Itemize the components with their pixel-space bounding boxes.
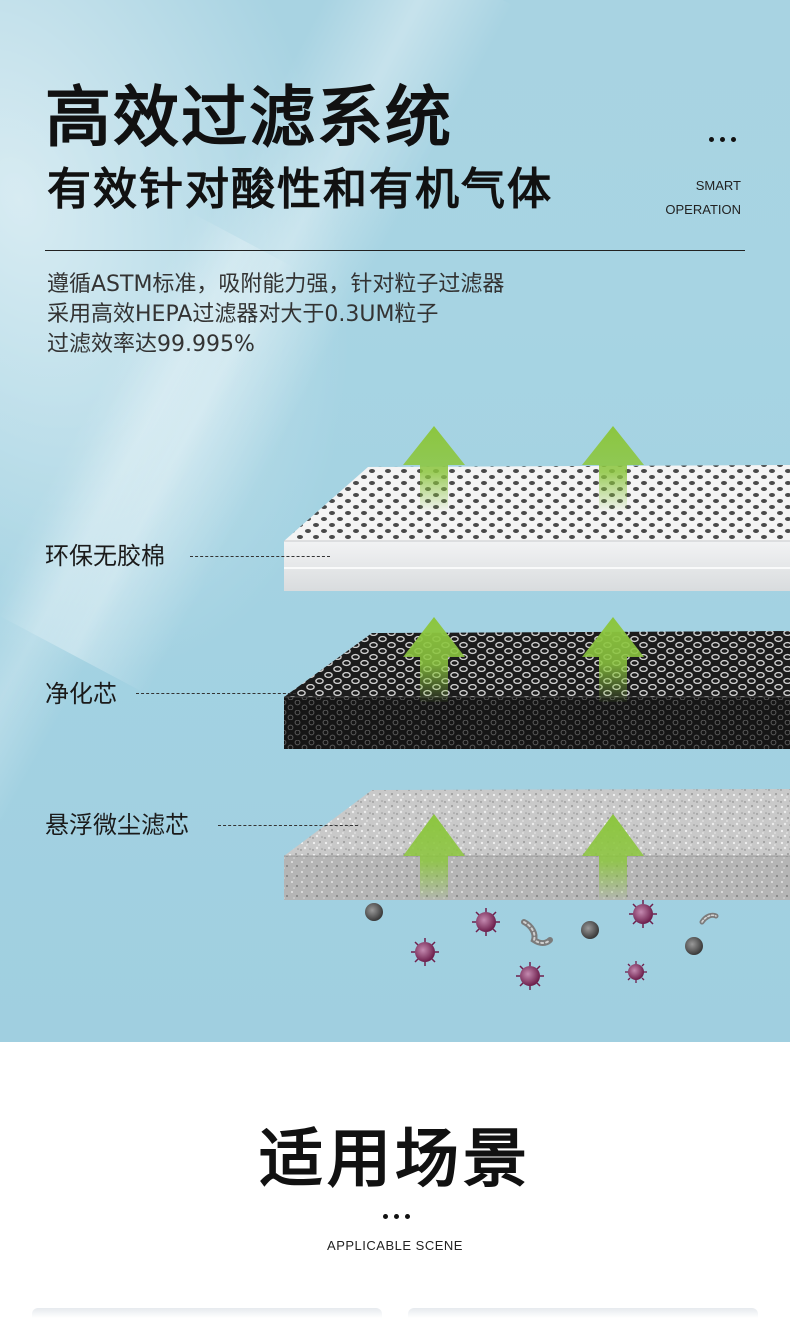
- layer-label-cotton: 环保无胶棉: [45, 542, 165, 570]
- description-text: 遵循ASTM标准，吸附能力强，针对粒子过滤器 采用高效HEPA过滤器对大于0.3…: [47, 270, 504, 360]
- applicable-scene-section: 适用场景 APPLICABLE SCENE: [0, 1042, 790, 1318]
- airflow-arrow-up-icon: [403, 617, 465, 702]
- virus-particle-icon: [629, 900, 657, 928]
- virus-particle-icon: [472, 908, 500, 936]
- leader-line: [136, 693, 296, 694]
- leader-line: [218, 825, 358, 826]
- section-subtitle: APPLICABLE SCENE: [327, 1238, 463, 1253]
- filter-layers-illustration: [284, 426, 790, 990]
- english-tag: SMART OPERATION: [661, 174, 741, 222]
- virus-particle-icon: [516, 962, 544, 990]
- purification-core-layer: [284, 631, 790, 749]
- airflow-arrow-up-icon: [403, 814, 465, 900]
- layer-label-dust-filter: 悬浮微尘滤芯: [45, 811, 189, 839]
- virus-particle-icon: [625, 961, 647, 983]
- mite-particle-icon: [521, 919, 553, 946]
- ellipsis-dots-icon: [709, 137, 736, 142]
- mite-particle-icon: [699, 912, 719, 925]
- description-line-1: 遵循ASTM标准，吸附能力强，针对粒子过滤器: [47, 272, 505, 297]
- description-line-2: 采用高效HEPA过滤器对大于0.3UM粒子: [47, 302, 439, 327]
- virus-particle-icon: [411, 938, 439, 966]
- section-title: 适用场景: [259, 1123, 531, 1197]
- hero-section: 高效过滤系统 有效针对酸性和有机气体 SMART OPERATION 遵循AST…: [0, 0, 790, 1042]
- description-line-3: 过滤效率达99.995%: [47, 332, 255, 357]
- layer-label-core: 净化芯: [45, 680, 117, 708]
- airflow-arrow-up-icon: [582, 617, 644, 702]
- divider-line: [45, 250, 745, 251]
- particles-group: [365, 900, 719, 990]
- dust-particle-icon: [365, 903, 383, 921]
- ellipsis-dots-icon: [383, 1214, 410, 1219]
- dust-particle-icon: [685, 937, 703, 955]
- leader-line: [190, 556, 330, 557]
- scene-image-top-edge: [32, 1308, 382, 1318]
- english-tag-line2: OPERATION: [665, 202, 741, 217]
- cotton-layer: [284, 465, 790, 591]
- main-title: 高效过滤系统: [45, 79, 453, 156]
- english-tag-line1: SMART: [695, 178, 741, 193]
- scene-image-top-edge: [408, 1308, 758, 1318]
- airflow-arrow-up-icon: [582, 426, 644, 510]
- dust-filter-layer: [284, 789, 790, 900]
- dust-particle-icon: [581, 921, 599, 939]
- airflow-arrow-up-icon: [582, 814, 644, 900]
- sub-title: 有效针对酸性和有机气体: [47, 164, 553, 215]
- airflow-arrow-up-icon: [403, 426, 465, 510]
